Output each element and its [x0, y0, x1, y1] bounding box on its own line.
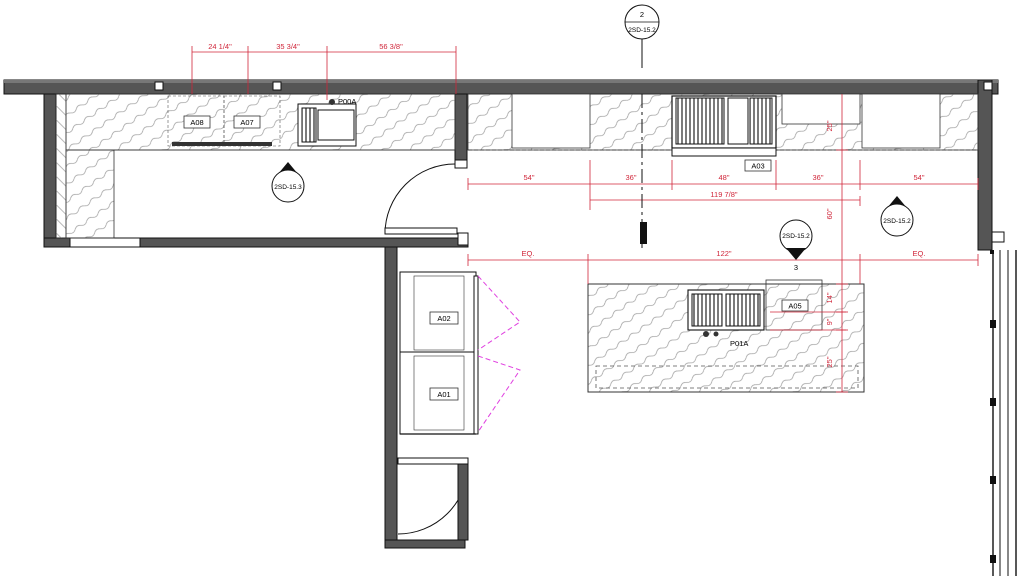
right-window-wall [990, 231, 1017, 576]
section-cut-end [640, 222, 647, 244]
left-room-counter [65, 93, 456, 239]
tag-a05: A05 [781, 299, 809, 312]
partition-wall [454, 93, 468, 161]
section-bubble-top: 2 2SD-15.2 [624, 4, 660, 68]
svg-text:3: 3 [794, 263, 798, 272]
svg-text:2SD-15.2: 2SD-15.2 [782, 233, 810, 240]
left-wall [43, 93, 57, 247]
svg-text:35 3/4": 35 3/4" [276, 42, 300, 51]
svg-text:2SD-15.2: 2SD-15.2 [628, 27, 656, 34]
wall-post-2 [272, 81, 282, 91]
section-marker-left: 2SD-15.3 [271, 162, 305, 203]
svg-text:A08: A08 [190, 118, 203, 127]
svg-text:119 7/8": 119 7/8" [710, 190, 737, 199]
right-exterior-wall [977, 79, 993, 251]
refrigeration-units [399, 271, 479, 435]
section-marker-right: 2SD-15.2 [880, 196, 914, 237]
left-room-inner-trim [55, 93, 67, 239]
tag-a08: A08 [183, 115, 211, 129]
svg-text:122": 122" [716, 249, 732, 258]
door-swings [477, 275, 521, 433]
top-wall-highlight [4, 80, 998, 83]
svg-text:54": 54" [523, 173, 534, 182]
svg-text:60": 60" [825, 208, 834, 219]
corridor-wall-left [384, 246, 398, 548]
svg-text:48": 48" [718, 173, 729, 182]
svg-text:2SD-15.2: 2SD-15.2 [883, 218, 911, 225]
dimension-lines [191, 46, 979, 393]
svg-text:36": 36" [812, 173, 823, 182]
svg-text:A07: A07 [240, 118, 253, 127]
svg-text:EQ.: EQ. [522, 249, 535, 258]
tag-a07: A07 [233, 115, 261, 129]
corridor-door [397, 457, 469, 541]
range-cooktop [671, 95, 777, 157]
svg-text:A03: A03 [751, 162, 764, 171]
svg-text:56 3/8": 56 3/8" [379, 42, 403, 51]
island-sink [687, 289, 765, 337]
svg-text:9": 9" [825, 318, 834, 325]
svg-text:EQ.: EQ. [913, 249, 926, 258]
svg-text:A05: A05 [788, 302, 801, 311]
corridor-wall-bottom [384, 539, 466, 549]
bottom-wall-window [69, 237, 141, 248]
svg-text:25": 25" [825, 120, 834, 131]
wall-post-1 [154, 81, 164, 91]
left-room-door [384, 159, 469, 246]
svg-text:54": 54" [913, 173, 924, 182]
svg-text:36": 36" [625, 173, 636, 182]
svg-text:24 1/4": 24 1/4" [208, 42, 232, 51]
tag-a03: A03 [744, 159, 772, 172]
svg-text:14": 14" [825, 292, 834, 303]
svg-text:25": 25" [825, 356, 834, 367]
svg-text:A02: A02 [437, 314, 450, 323]
tag-a02: A02 [429, 311, 459, 325]
wall-post-3 [983, 81, 993, 91]
tag-p00a: P00A [338, 97, 356, 106]
tag-a01: A01 [429, 387, 459, 401]
dimension-labels: 24 1/4" 35 3/4" 56 3/8" 54" 36" 48" 36" … [208, 42, 925, 368]
walls [3, 79, 999, 549]
svg-text:2: 2 [640, 10, 644, 19]
svg-text:A01: A01 [437, 390, 450, 399]
left-sink [297, 99, 357, 147]
svg-text:2SD-15.3: 2SD-15.3 [274, 184, 302, 191]
tag-p01a: P01A [730, 339, 748, 348]
section-marker-island: 2SD-15.2 3 [779, 219, 813, 272]
